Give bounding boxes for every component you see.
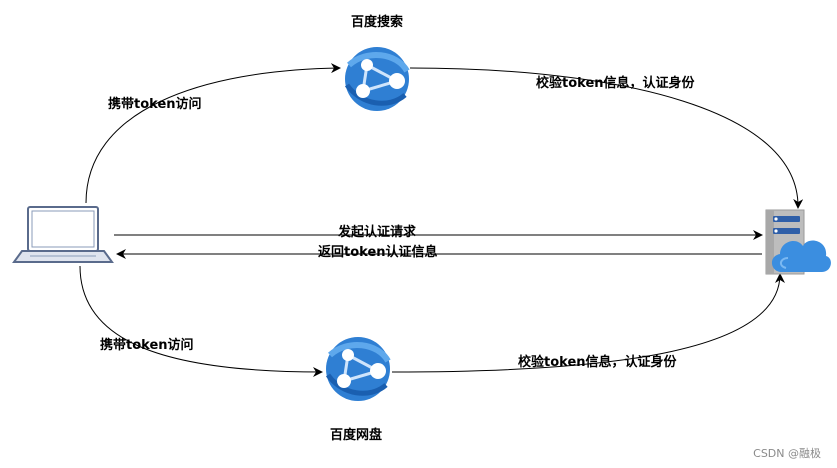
- watermark: CSDN @融极: [753, 446, 821, 460]
- laptop-icon: [12, 206, 114, 263]
- edge-label-client-to-top: 携带token访问: [108, 96, 202, 112]
- edge-label-server-to-client: 返回token认证信息: [318, 244, 438, 260]
- edge-label-client-to-server: 发起认证请求: [337, 224, 417, 240]
- edge-bottom-service-to-server: [391, 273, 785, 373]
- bottom-service-label: 百度网盘: [330, 427, 382, 443]
- edge-client-to-bottom-service: [79, 265, 323, 377]
- web-app-icon: [325, 337, 391, 401]
- web-app-icon: [344, 47, 410, 111]
- edge-label-bottom-to-server: 校验token信息，认证身份: [518, 354, 678, 370]
- edge-client-to-top-service: [85, 63, 341, 204]
- edge-label-top-to-server: 校验token信息，认证身份: [536, 75, 696, 91]
- edge-label-client-to-bottom: 携带token访问: [100, 337, 194, 353]
- top-service-label: 百度搜索: [351, 14, 403, 30]
- edge-top-service-to-server: [409, 67, 804, 209]
- cloud-server-icon: [765, 209, 831, 275]
